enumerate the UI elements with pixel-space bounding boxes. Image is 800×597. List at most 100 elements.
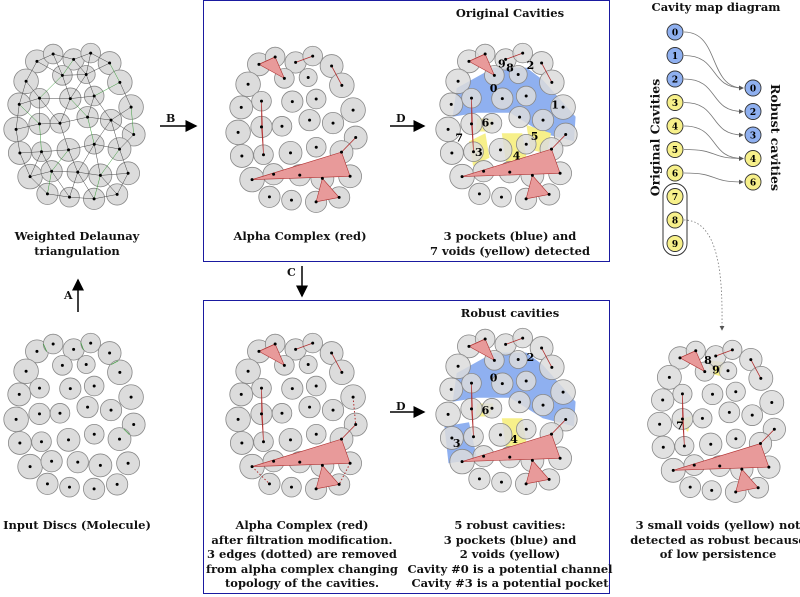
disc-center <box>60 363 64 367</box>
disc-center <box>118 147 122 151</box>
contact-edge <box>43 343 48 352</box>
delaunay-edge <box>93 95 112 121</box>
delaunay-edge <box>87 116 112 121</box>
disc-center <box>28 175 32 179</box>
disc-center <box>709 442 713 446</box>
cavity-number: 4 <box>510 433 518 446</box>
disc-center <box>499 480 503 484</box>
disc-center <box>470 96 474 100</box>
label-line: of low persistence <box>659 547 777 561</box>
disc-center <box>499 148 503 152</box>
disc-center <box>734 437 738 441</box>
disc-center <box>115 192 119 196</box>
disc-center <box>482 454 486 458</box>
cavity-number: 1 <box>551 99 559 112</box>
disc-center <box>306 362 310 366</box>
delaunay-edge <box>51 171 70 198</box>
original-cavity-node-label: 4 <box>672 123 678 133</box>
cavity-number: 9 <box>498 58 506 71</box>
original-cavity-node-circle <box>666 47 684 64</box>
disc-center <box>446 412 450 416</box>
disc-center <box>76 170 80 174</box>
disc-center <box>240 441 244 445</box>
cavity-number: 2 <box>527 351 535 364</box>
disc-center <box>126 461 130 465</box>
delaunay-edge <box>87 95 95 118</box>
disc-center <box>39 440 43 444</box>
arrow-label-d-top: D <box>396 112 406 125</box>
delaunay-edge <box>62 59 74 76</box>
disc-center <box>449 387 453 391</box>
disc-center <box>298 173 302 177</box>
disc-center <box>58 411 62 415</box>
disc-center <box>558 456 562 460</box>
disc-center <box>18 151 22 155</box>
robust-cavity-node-circle <box>744 173 762 191</box>
delaunay-edge <box>85 74 95 97</box>
disc-center <box>314 384 318 388</box>
disc-center <box>246 369 250 373</box>
delaunay-edge <box>77 171 101 176</box>
disc-center <box>267 195 271 199</box>
cavity-number: 9 <box>712 364 720 377</box>
delaunay-edge <box>85 53 91 75</box>
disc-center <box>561 390 565 394</box>
disc-center <box>446 127 450 131</box>
disc-center <box>67 195 71 199</box>
alpha-triangle <box>525 174 550 200</box>
disc-center <box>692 463 696 467</box>
original-cavity-node-circle <box>666 235 684 252</box>
label-line: 2 voids (yellow) <box>459 547 561 561</box>
delaunay-edge <box>100 148 120 176</box>
disc-center <box>294 60 298 64</box>
disc-center <box>239 105 243 109</box>
cavity-number: 2 <box>527 59 535 72</box>
disc-center <box>688 485 692 489</box>
delaunay-edge <box>94 82 120 97</box>
delaunay-edge <box>47 193 70 198</box>
arrow-label-a: A <box>64 289 73 302</box>
disc-center <box>680 417 684 421</box>
disc-center <box>126 171 130 175</box>
robust-cavity-node-label: 4 <box>750 155 756 165</box>
disc-center <box>700 416 704 420</box>
title-cavity-map: Cavity map diagram <box>651 0 781 14</box>
delaunay-edge <box>36 53 54 62</box>
disc-center <box>18 441 22 445</box>
mapping-link <box>683 172 744 185</box>
alpha-edge <box>295 342 313 350</box>
alpha-triangle <box>735 468 759 493</box>
delaunay-edge <box>53 53 74 60</box>
label-line: triangulation <box>34 243 120 258</box>
arrow-label-d-bottom: D <box>396 400 406 413</box>
delaunay-edge <box>59 123 69 150</box>
disc-center <box>661 398 665 402</box>
disc-center <box>351 395 355 399</box>
disc-center <box>17 392 21 396</box>
delaunay-edge <box>70 74 87 99</box>
disc-center <box>298 460 302 464</box>
disc-center <box>521 51 525 55</box>
disc-center <box>50 459 54 463</box>
disc-center <box>524 197 528 201</box>
disc-center <box>477 477 481 481</box>
disc-center <box>680 392 684 396</box>
delaunay-edge <box>93 175 101 199</box>
disc-center <box>14 127 18 131</box>
disc-center <box>67 485 71 489</box>
label-line: Weighted Delaunay <box>14 229 140 243</box>
alpha-edge <box>331 65 343 86</box>
delaunay-edge <box>15 129 21 154</box>
disc-center <box>272 172 276 176</box>
disc-center <box>749 358 753 362</box>
alpha-edge <box>750 359 762 379</box>
disc-center <box>348 174 352 178</box>
disc-center <box>767 465 771 469</box>
disc-center <box>540 61 544 65</box>
arrow-label-c: C <box>287 266 296 279</box>
disc-center <box>661 445 665 449</box>
delaunay-edge <box>77 144 95 173</box>
disc-center <box>51 342 55 346</box>
disc-center <box>516 357 520 361</box>
disc-center <box>470 381 474 385</box>
